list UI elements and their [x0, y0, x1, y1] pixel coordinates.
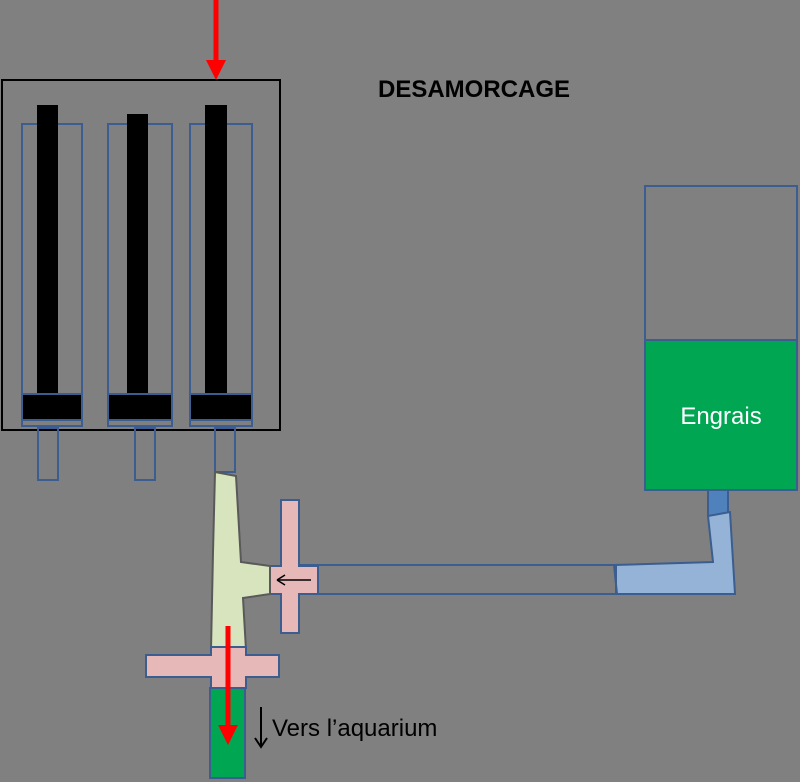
tee-connector: [209, 470, 271, 651]
check-valve-right: [269, 499, 319, 634]
supply-tube: [317, 564, 617, 595]
black-down-arrow: [254, 707, 268, 749]
tank-label: Engrais: [680, 403, 761, 430]
fertilizer-tank-empty: [644, 185, 798, 341]
piston-head-3: [189, 393, 253, 421]
outlet-nozzle-1: [37, 427, 59, 481]
pump-cylinder-3: [189, 105, 253, 473]
pump-cylinder-2: [107, 114, 173, 481]
piston-head-1: [21, 393, 83, 421]
outlet-nozzle-3: [214, 427, 236, 473]
piston-head-2: [107, 393, 173, 421]
outlet-nozzle-2: [134, 427, 156, 481]
piston-rod-1: [37, 105, 58, 393]
black-left-arrow: [276, 574, 311, 586]
pump-housing: [1, 79, 281, 431]
check-valve-bottom: [145, 646, 280, 689]
tank-elbow-tube: [612, 510, 737, 595]
diagram-title: DESAMORCAGE: [378, 76, 570, 103]
pump-cylinder-1: [21, 105, 83, 481]
piston-rod-3: [205, 105, 227, 393]
outlet-label: Vers l’aquarium: [272, 715, 437, 742]
piston-rod-2: [127, 114, 148, 393]
fertilizer-tank-liquid: [644, 339, 798, 491]
